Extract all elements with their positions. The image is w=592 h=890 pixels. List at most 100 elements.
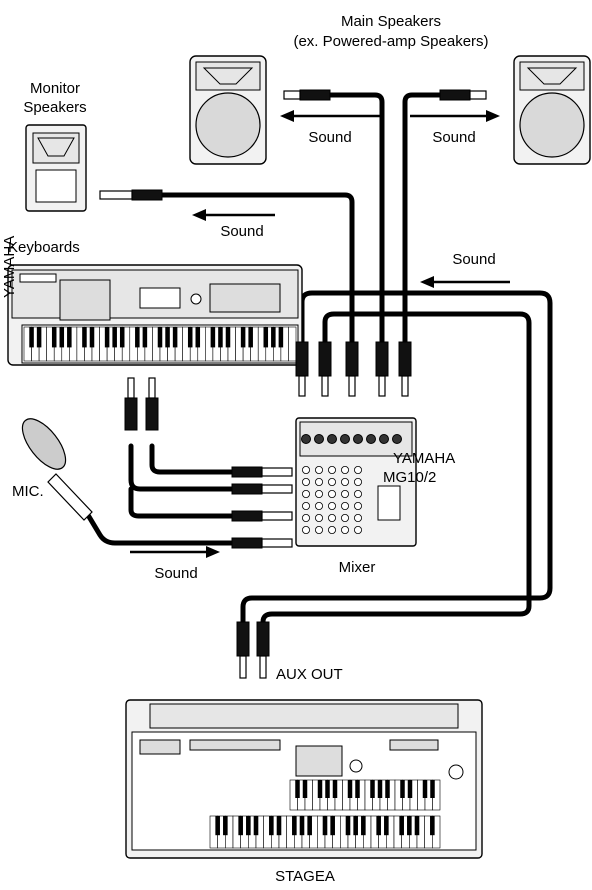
black-key [165, 327, 170, 347]
black-key [269, 816, 274, 835]
mixer-knob [354, 490, 361, 497]
black-key [211, 327, 216, 347]
mixer-knob [302, 478, 309, 485]
plug-mixer-in-1 [232, 467, 292, 477]
plug-aux-out-1 [237, 622, 249, 678]
mixer-knob [315, 526, 322, 533]
arrow-main-right [410, 110, 500, 122]
label-main-speakers-sub: (ex. Powered-amp Speakers) [293, 33, 488, 50]
mixer-knob [315, 478, 322, 485]
stagea-lower-keys [210, 816, 440, 848]
label-sound-stagea: Sound [452, 251, 495, 268]
plug-keyboard-1 [125, 378, 137, 430]
black-key [158, 327, 163, 347]
black-key [355, 780, 360, 798]
plug-mixer-in-3 [232, 511, 292, 521]
main-speaker-left [190, 56, 266, 164]
plug-mixer-top-4 [376, 342, 388, 396]
cable-kbd-to-mixer-2 [131, 446, 232, 472]
black-key [218, 327, 223, 347]
black-key [415, 816, 420, 835]
black-key [376, 816, 381, 835]
mixer-knob [302, 526, 309, 533]
black-key [407, 816, 412, 835]
black-key [248, 327, 253, 347]
mixer-input-jack [354, 435, 363, 444]
black-key [430, 816, 435, 835]
black-key [353, 816, 358, 835]
plug-mixer-top-5 [399, 342, 411, 396]
black-key [188, 327, 193, 347]
black-key [52, 327, 57, 347]
black-key [143, 327, 148, 347]
black-key [241, 327, 246, 347]
black-key [346, 816, 351, 835]
label-sound-main-right: Sound [432, 129, 475, 146]
cable-kbd-to-mixer-3 [131, 489, 232, 516]
black-key [82, 327, 87, 347]
mixer-knob [354, 502, 361, 509]
cable-kbd-to-mixer-1 [131, 446, 232, 489]
black-key [277, 816, 282, 835]
black-key [408, 780, 413, 798]
black-key [318, 780, 323, 798]
mixer-model: MG10/2 [383, 469, 436, 486]
black-key [215, 816, 220, 835]
mixer-knob [328, 490, 335, 497]
mixer-input-jack [341, 435, 350, 444]
mixer-knob [354, 514, 361, 521]
plug-mixer-in-4 [232, 538, 292, 548]
black-key [60, 327, 65, 347]
black-key [423, 780, 428, 798]
black-key [105, 327, 110, 347]
black-key [361, 816, 366, 835]
white-key [288, 327, 296, 361]
black-key [226, 327, 231, 347]
black-key [120, 327, 125, 347]
black-key [292, 816, 297, 835]
plug-mixer-top-3 [346, 342, 358, 396]
mixer-knob [302, 502, 309, 509]
black-key [246, 816, 251, 835]
black-key [348, 780, 353, 798]
mixer-knob [315, 514, 322, 521]
mixer-input-jack [302, 435, 311, 444]
mixer-input-jack [367, 435, 376, 444]
black-key [254, 816, 259, 835]
mixer-knob [315, 490, 322, 497]
plug-monitor [100, 190, 162, 200]
black-key [300, 816, 305, 835]
black-key [378, 780, 383, 798]
black-key [173, 327, 178, 347]
label-stagea: STAGEA [275, 868, 335, 885]
arrow-monitor [192, 209, 275, 221]
arrow-mic [130, 546, 220, 558]
plug-keyboard-2 [146, 378, 158, 430]
mixer-knob [341, 502, 348, 509]
black-key [430, 780, 435, 798]
mixer-input-jack [380, 435, 389, 444]
cable-mic [88, 515, 232, 543]
monitor-speaker [26, 125, 86, 211]
black-key [29, 327, 34, 347]
plug-mixer-top-2 [319, 342, 331, 396]
mixer-knob [341, 526, 348, 533]
black-key [37, 327, 42, 347]
mixer-knob [328, 478, 335, 485]
mixer-knob [302, 490, 309, 497]
stagea-organ [126, 700, 482, 858]
black-key [333, 780, 338, 798]
black-key [135, 327, 140, 347]
black-key [196, 327, 201, 347]
black-key [385, 780, 390, 798]
mixer-knob [341, 514, 348, 521]
plug-main-right [440, 90, 486, 100]
label-mixer: Mixer [339, 559, 376, 576]
stagea-upper-keys [290, 780, 440, 810]
keyboard-keys [24, 327, 296, 361]
mixer-knob [341, 490, 348, 497]
plug-mixer-top-1 [296, 342, 308, 396]
black-key [303, 780, 308, 798]
mixer-input-jack [315, 435, 324, 444]
black-key [279, 327, 284, 347]
